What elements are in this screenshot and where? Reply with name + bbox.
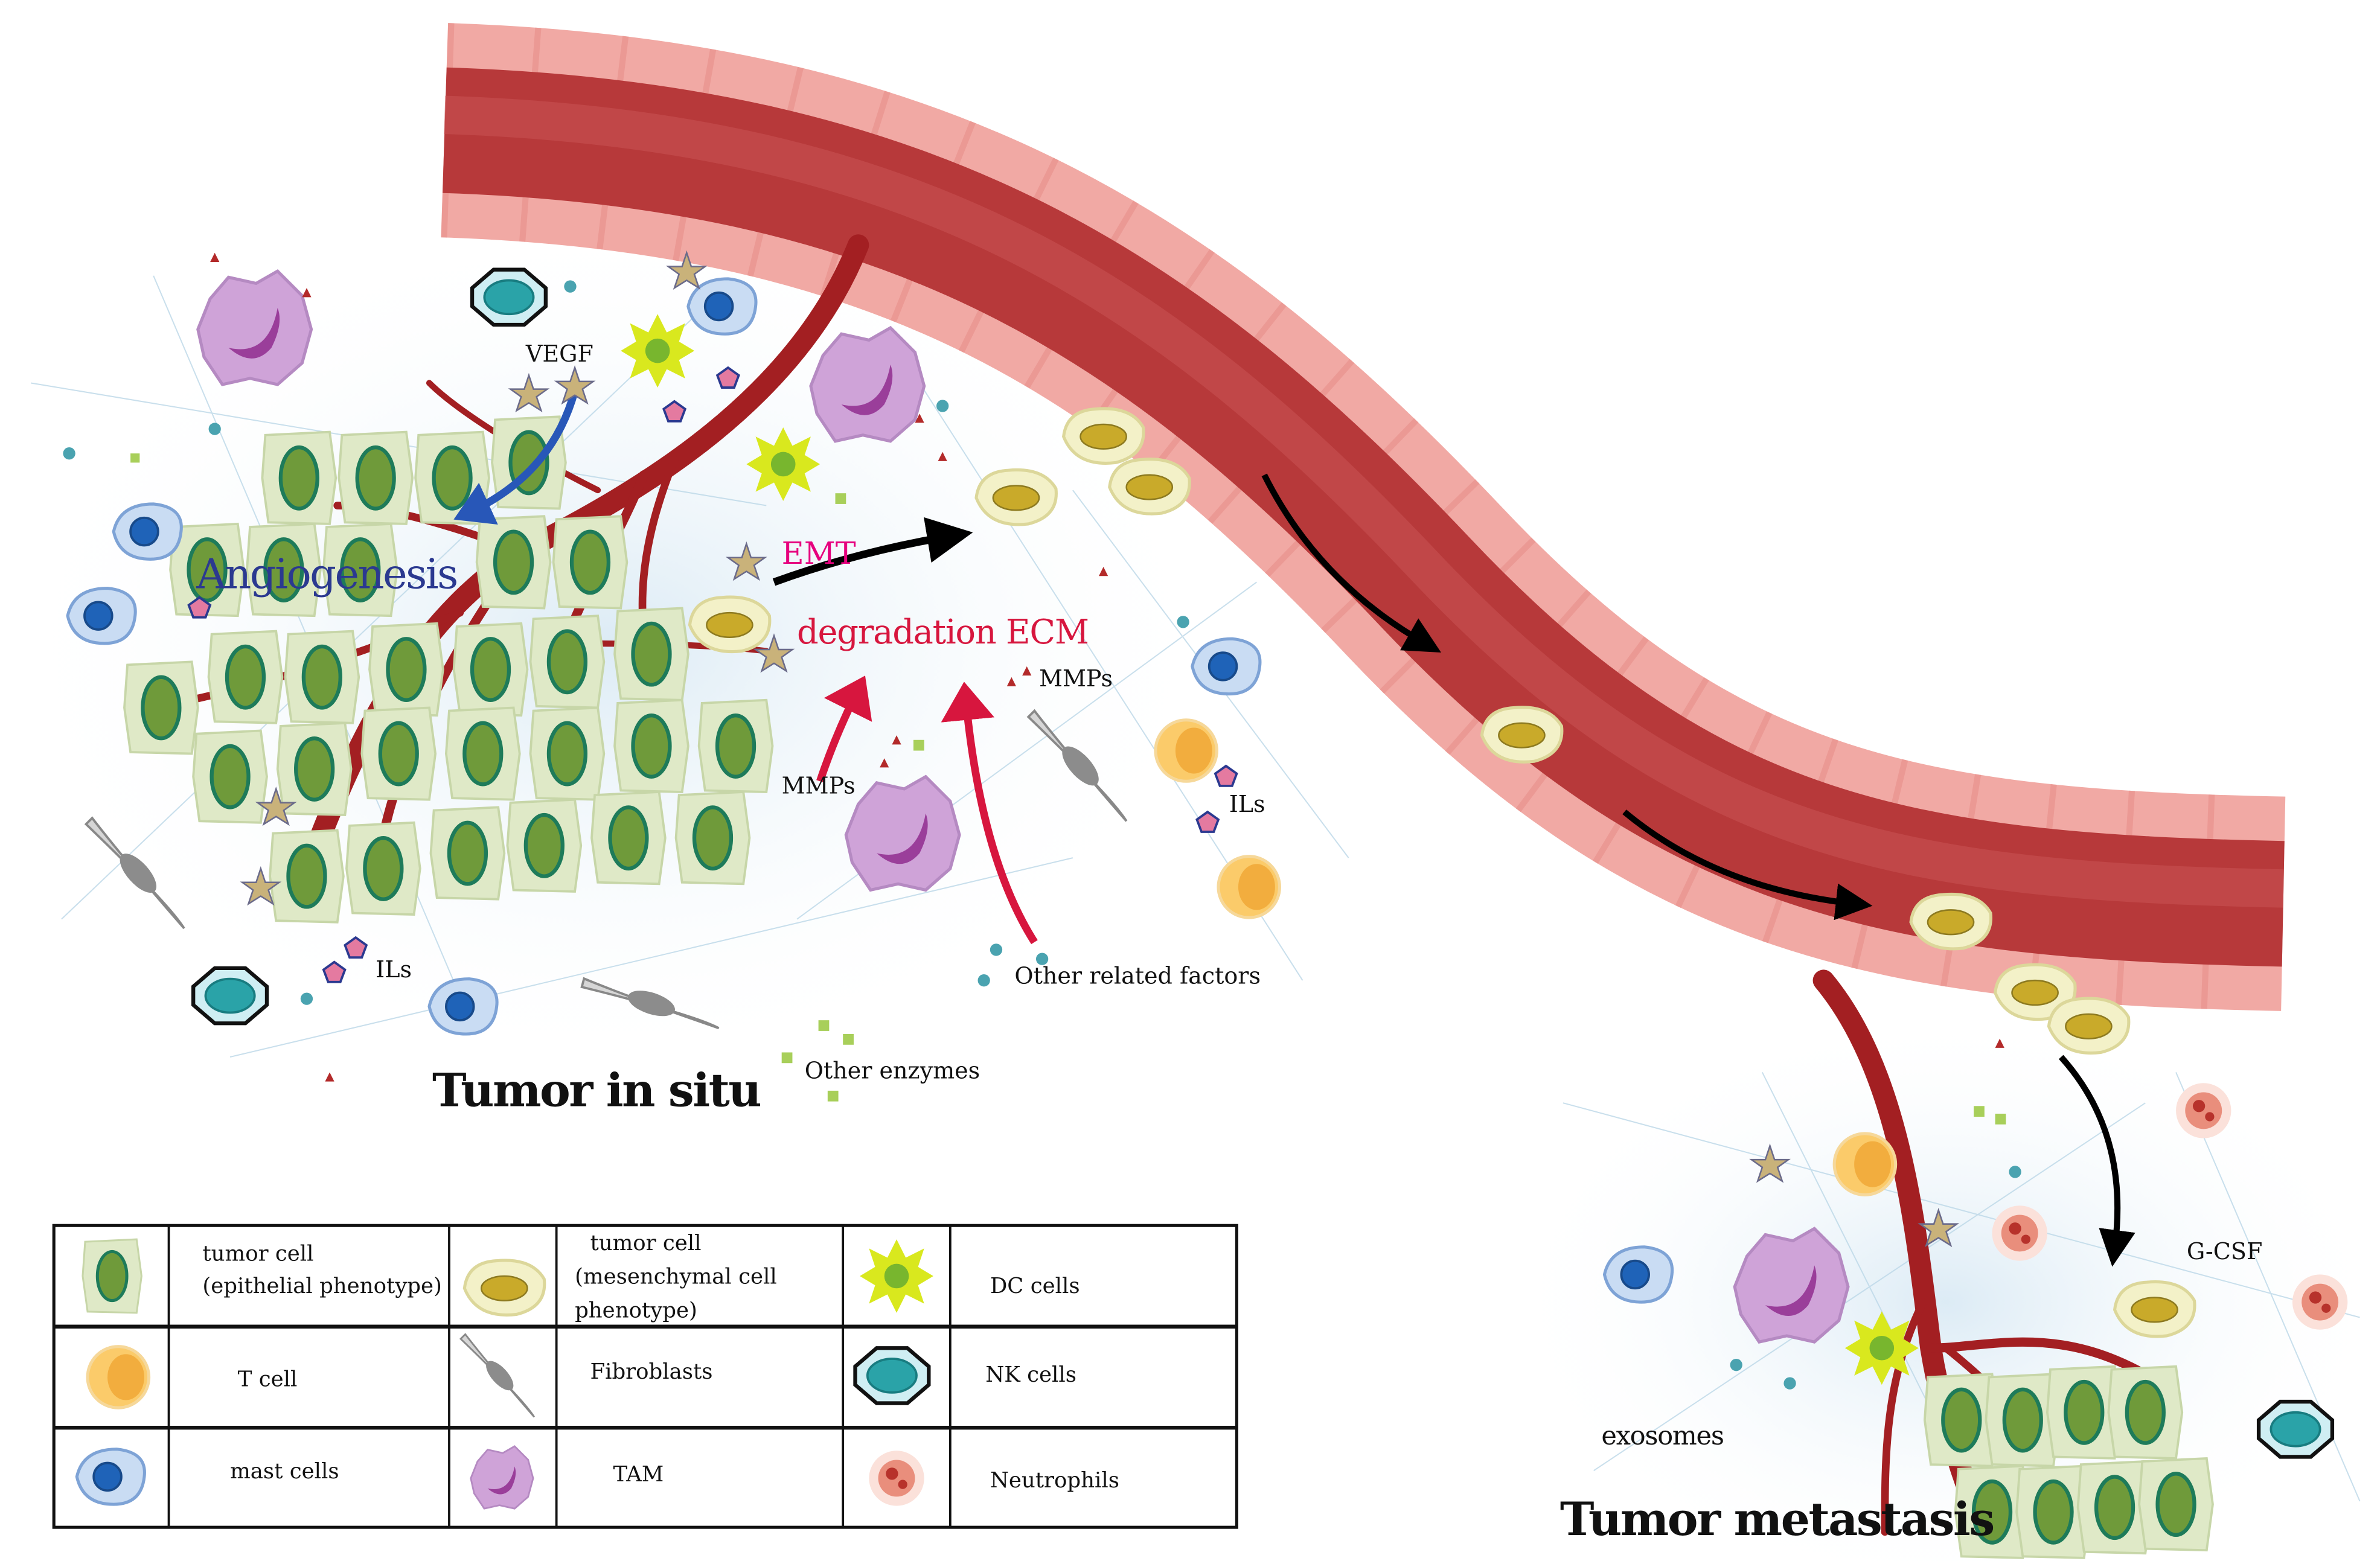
t-cell-icon (1834, 1134, 1896, 1195)
arrows (453, 389, 2135, 1267)
degradation-ecm-label: degradation ECM (797, 613, 1089, 652)
dc-cell-icon (621, 314, 695, 388)
tumor-metastasis-title: Tumor metastasis (1560, 1492, 1994, 1546)
neutrophil-icon (2292, 1274, 2348, 1330)
g-csf-label: G-CSF (2187, 1238, 2263, 1265)
mesenchymal-tumor-cell-icon (1064, 409, 1144, 463)
factors-to-ecm-arrow (941, 682, 1038, 945)
legend-label: DC cells (990, 1274, 1080, 1298)
tumor-cell-epithelial-icon (83, 1239, 141, 1313)
legend-label: Neutrophils (990, 1468, 1119, 1493)
mesenchymal-tumor-cell-icon (1110, 459, 1189, 514)
t-cell-icon (1156, 720, 1217, 782)
bloodstream-arrow (1261, 473, 1441, 653)
t-cell-icon (1218, 857, 1280, 918)
nk-cell-icon (193, 968, 267, 1023)
legend-label: Fibroblasts (590, 1359, 712, 1384)
other-enzymes-label: Other enzymes (805, 1058, 980, 1084)
legend-row: tumor cell (epithelial phenotype) tumor … (83, 1231, 1080, 1323)
nk-cell-icon (855, 1348, 929, 1403)
dc-cell-icon (860, 1239, 933, 1313)
nk-cell-icon (2259, 1402, 2332, 1457)
legend-row: T cell Fibroblasts NK cells (88, 1333, 1076, 1418)
ils-label: ILs (1229, 791, 1265, 817)
emt-arrow (772, 517, 973, 586)
neutrophil-icon (869, 1451, 924, 1506)
mast-cell-icon (1192, 639, 1260, 694)
bloodstream-arrow (1622, 809, 1873, 921)
tam-icon (198, 271, 312, 385)
neutrophil-icon (2176, 1083, 2231, 1138)
tumor-in-situ-title: Tumor in situ (432, 1063, 760, 1117)
legend-label: T cell (238, 1367, 298, 1392)
extravasation-arrow (2058, 1055, 2135, 1267)
circulating-tumor-cell-icon (1482, 707, 1561, 762)
mast-cell-icon (77, 1449, 144, 1504)
angiogenesis-label: Angiogenesis (196, 551, 456, 599)
legend-label: TAM (613, 1462, 664, 1487)
circulating-tumor-cell-icon (2049, 998, 2128, 1053)
mast-cell-icon (1604, 1247, 1672, 1302)
mast-cell-icon (114, 504, 181, 559)
circulating-tumor-cell-icon (1911, 894, 1991, 948)
legend-label: mast cells (230, 1459, 339, 1484)
mmps-label: MMPs (1039, 665, 1113, 692)
mmps-label: MMPs (782, 773, 856, 799)
legend-label: (mesenchymal cell (575, 1265, 777, 1289)
dc-cell-icon (746, 427, 821, 501)
mesenchymal-tumor-cell-icon (2115, 1282, 2195, 1336)
ils-label: ILs (376, 956, 412, 983)
vegf-arrow (453, 389, 579, 525)
legend-label: tumor cell (202, 1242, 313, 1266)
t-cell-icon (88, 1347, 149, 1408)
vegf-label: VEGF (525, 340, 593, 367)
legend-label: NK cells (985, 1362, 1076, 1387)
legend-label: (epithelial phenotype) (202, 1274, 441, 1298)
mast-cell-icon (429, 979, 497, 1034)
mmps-to-ecm-arrow (816, 675, 872, 783)
blood-vessel (441, 23, 2286, 1011)
neutrophil-icon (1992, 1205, 2047, 1261)
soluble-factors (63, 250, 2021, 1390)
mast-cell-icon (68, 589, 135, 643)
emt-label: EMT (782, 535, 856, 571)
legend-label: phenotype) (575, 1298, 697, 1323)
nk-cell-icon (472, 270, 546, 325)
other-related-factors-label: Other related factors (1014, 962, 1261, 989)
mesenchymal-tumor-cell-icon (976, 470, 1056, 524)
annotations: VEGF Angiogenesis EMT degradation ECM MM… (196, 340, 2262, 1546)
legend-label: tumor cell (590, 1231, 701, 1256)
dc-cell-icon (1844, 1311, 1919, 1385)
exosomes-label: exosomes (1601, 1421, 1723, 1451)
legend-row: mast cells TAM Neutrophils (77, 1445, 1119, 1510)
tumor-cell-mesenchymal-icon (464, 1260, 544, 1315)
legend-table: tumor cell (epithelial phenotype) tumor … (52, 1224, 1238, 1529)
